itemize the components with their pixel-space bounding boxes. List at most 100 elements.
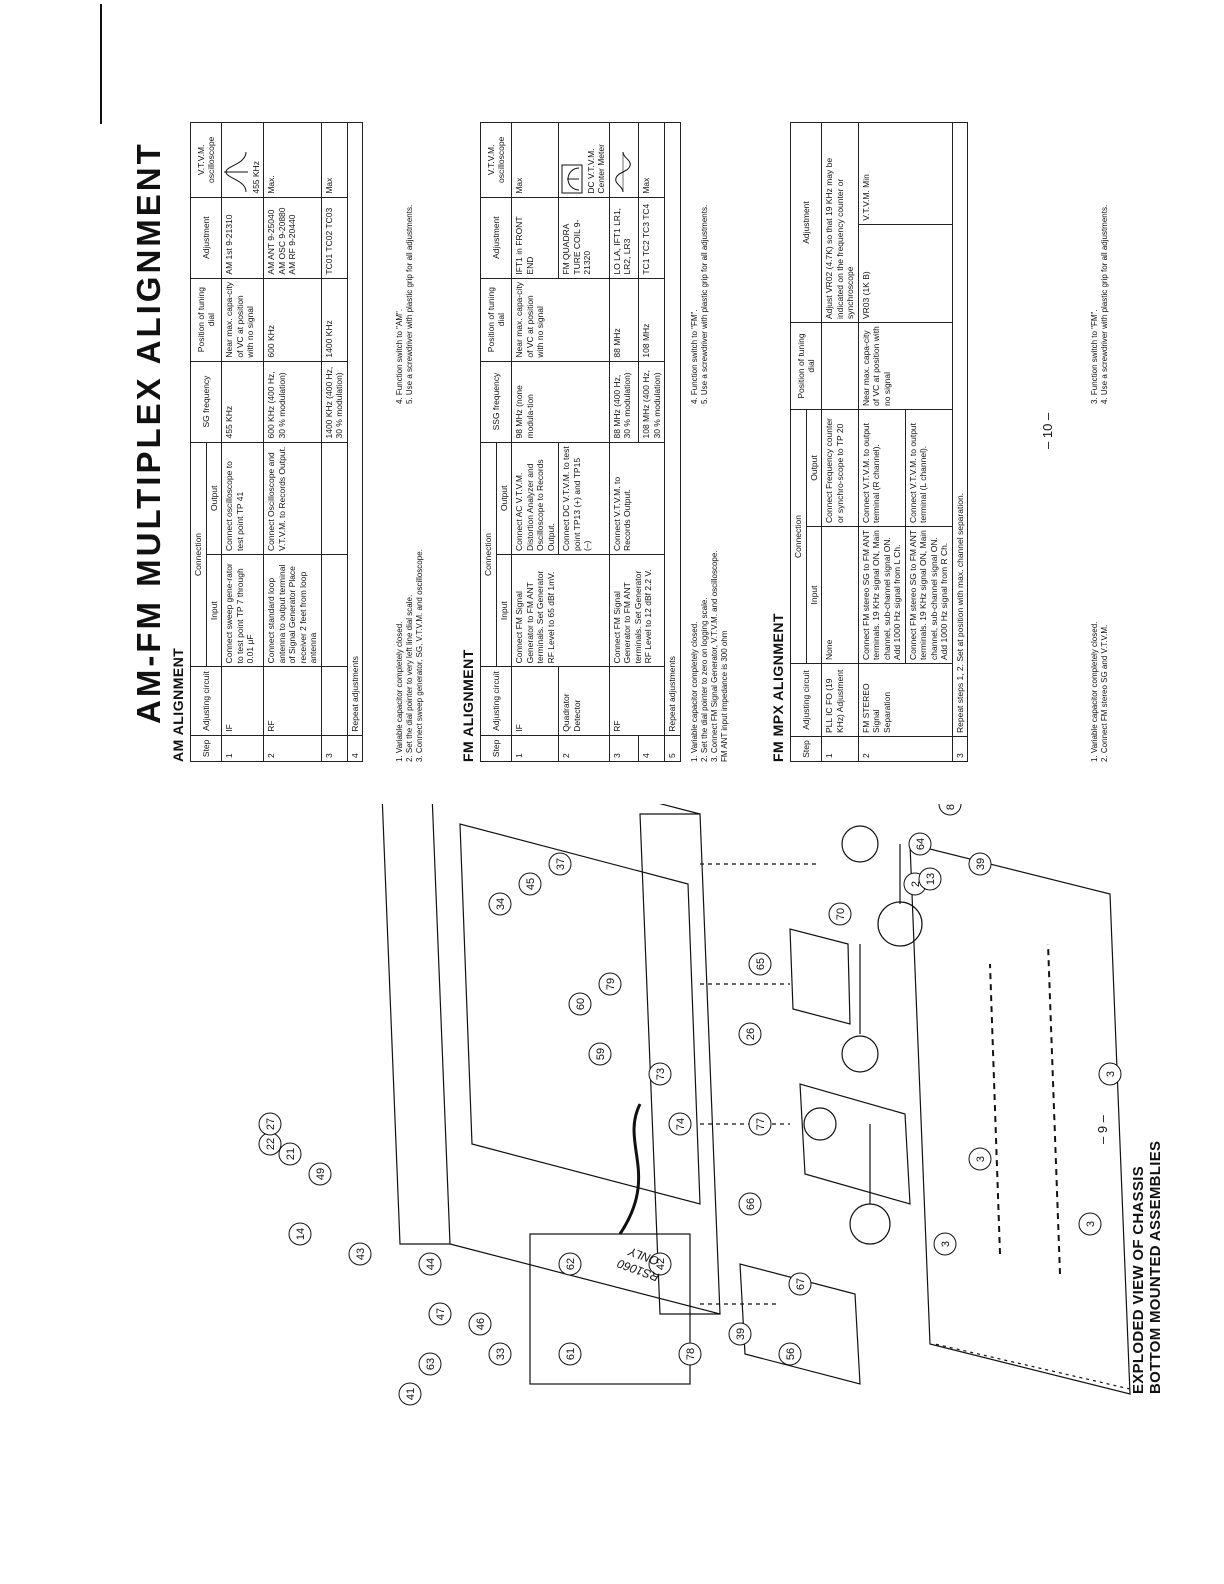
callout-number: 3 <box>1105 1071 1117 1077</box>
am-r2-step: 3 <box>321 735 347 762</box>
fm-r3-step: 4 <box>638 735 665 762</box>
fm-r0-adjustment: IFT1 in FRONT END <box>511 197 559 279</box>
fm-r1-meter-cell: DC V.T.V.M. Center Meter <box>558 122 609 198</box>
mpx-row: 1 PLL IC FO (19 KHz) Adjustment None Con… <box>821 122 858 762</box>
am-note: 4. Function switch to "AM". <box>395 308 404 404</box>
am-r1-circuit: RF <box>263 666 321 736</box>
fm-h-step: Step <box>480 735 512 762</box>
callout-number: 3 <box>940 1241 952 1247</box>
callout-number: 37 <box>555 858 567 870</box>
am-h-dial: Position of tuning dial <box>190 278 222 362</box>
am-r1-step: 2 <box>263 735 321 762</box>
fm-r0-dial: Near max. capa-city of VC at position wi… <box>511 278 609 362</box>
mpx-r0-circuit: PLL IC FO (19 KHz) Adjustment <box>821 663 858 737</box>
mpx-r3-circuit: Repeat steps 1, 2. Set at position with … <box>952 122 968 737</box>
callout-number: 74 <box>675 1118 687 1130</box>
am-r2-dial: 1400 KHz <box>321 278 347 362</box>
callout-number: 49 <box>315 1168 327 1180</box>
callout-number: 26 <box>745 1028 757 1040</box>
callout-bubble <box>908 832 932 856</box>
callout-bubble <box>788 1272 812 1296</box>
mpx-r2-output: Connect V.T.V.M. to output terminal (L c… <box>905 409 952 527</box>
fm-r0-freq: 98 MHz (none modula-tion <box>511 361 609 443</box>
sweep-curve-icon <box>224 151 248 192</box>
mpx-h-circuit: Adjusting circuit <box>790 663 822 737</box>
am-r0-step: 1 <box>221 735 264 762</box>
mpx-row: 2 FM STEREO Signal Separation Connect FM… <box>858 122 952 762</box>
am-r2-meter: Max <box>321 122 347 198</box>
callout-bubble <box>678 1342 702 1366</box>
mpx-r3-step: 3 <box>952 736 968 762</box>
am-r1-adjustment: AM ANT 9-25040 AM OSC 9-20880 AM RF 9-20… <box>263 197 321 279</box>
am-r2-circuit <box>321 666 347 736</box>
callout-bubble <box>568 992 592 1016</box>
callout-number: 78 <box>685 1348 697 1360</box>
mpx-h-adjustment: Adjustment <box>790 122 822 323</box>
callout-bubble <box>428 1302 452 1326</box>
pcb-board-70 <box>789 928 851 1025</box>
am-row: 4 Repeat adjustments <box>347 122 363 762</box>
fm-r3-freq: 108 MHz (400 Hz, 30 % modulation) <box>638 361 665 443</box>
callout-number: 64 <box>915 838 927 850</box>
callout-bubble <box>418 1352 442 1376</box>
callout-number: 44 <box>425 1258 437 1270</box>
callout-number: 46 <box>475 1318 487 1330</box>
callout-bubble <box>738 1192 762 1216</box>
am-r0-output: Connect oscilloscope to test point TP 41 <box>221 442 264 555</box>
callout-bubble <box>648 1252 672 1276</box>
callout-number: 45 <box>525 878 537 890</box>
am-r2-freq: 1400 KHz (400 Hz, 30 % modulation) <box>321 361 347 443</box>
callout-number: 67 <box>795 1278 807 1290</box>
callout-number: 70 <box>835 908 847 920</box>
fm-row: 1 IF Connect FM Signal Generator to FM A… <box>511 122 609 762</box>
callout-number: 47 <box>435 1308 447 1320</box>
callout-number: 59 <box>595 1048 607 1060</box>
callout-bubble <box>418 1252 442 1276</box>
callout-bubble <box>728 1322 752 1346</box>
fm-notes-left: 1. Variable capacitor completely closed.… <box>690 550 730 762</box>
callout-number: 39 <box>735 1328 747 1340</box>
mpx-note: 3. Function switch to "FM". <box>1090 309 1099 404</box>
callout-bubble <box>828 902 852 926</box>
am-r0-freq: 455 KHz <box>221 361 264 443</box>
callout-number: 62 <box>565 1258 577 1270</box>
fm-r2-adjustment: LO LA, IFT1 LR1, LR2, LR3 <box>609 197 639 279</box>
am-note: 2. Set the dial pointer to very left lin… <box>405 594 414 762</box>
callout-bubble <box>558 1342 582 1366</box>
pcb-board-77 <box>799 1083 911 1205</box>
fm-r2-meter-cell <box>609 122 639 198</box>
am-row: 3 1400 KHz (400 Hz, 30 % modulation) 140… <box>321 122 347 762</box>
s-curve-icon <box>614 151 631 192</box>
fm-row: 5 Repeat adjustments <box>664 122 680 762</box>
fm-r0-step: 1 <box>511 735 559 762</box>
callout-number: 63 <box>425 1358 437 1370</box>
am-r1-dial: 600 KHz <box>263 278 321 362</box>
fm-note: 5. Use a screwdriver with plastic grip f… <box>700 204 709 404</box>
fm-note: 2. Set the dial pointer to zero on loggi… <box>700 597 709 762</box>
am-r3-step: 4 <box>347 735 363 762</box>
am-note: 3. Connect sweep generator, SG, V.T.V.M.… <box>415 549 424 762</box>
callout-number: 3 <box>1085 1221 1097 1227</box>
fm-r0-circuit: IF <box>511 666 559 736</box>
callout-bubble <box>258 1112 282 1136</box>
am-h-output: Output <box>206 442 222 555</box>
fm-r3-dial: 108 MHz <box>638 278 665 362</box>
fm-h-adjustment: Adjustment <box>480 197 512 279</box>
fm-r2-dial: 88 MHz <box>609 278 639 362</box>
mpx-r0-output: Connect Frequency counter or synchro-sco… <box>821 409 858 527</box>
am-row: 1 IF Connect sweep gene-rator to test po… <box>221 122 264 762</box>
callout-number: 14 <box>295 1228 307 1240</box>
am-h-connection: Connection <box>190 442 206 667</box>
fm-r2-freq: 88 MHz (400 Hz, 30 % modulation) <box>609 361 639 443</box>
am-r0-input: Connect sweep gene-rator to test point T… <box>221 554 264 667</box>
am-r1-freq: 600 KHz (400 Hz, 30 % modulation) <box>263 361 321 443</box>
mpx-notes-left: 1. Variable capacitor completely closed.… <box>1090 622 1110 762</box>
am-h-freq: SG frequency <box>190 361 222 443</box>
fm-h-connection: Connection <box>480 442 496 667</box>
am-heading: AM ALIGNMENT <box>170 647 186 762</box>
am-note: 1. Variable capacitor completely closed. <box>395 621 404 762</box>
callout-number: 60 <box>575 998 587 1010</box>
fm-r1-step: 2 <box>558 735 609 762</box>
